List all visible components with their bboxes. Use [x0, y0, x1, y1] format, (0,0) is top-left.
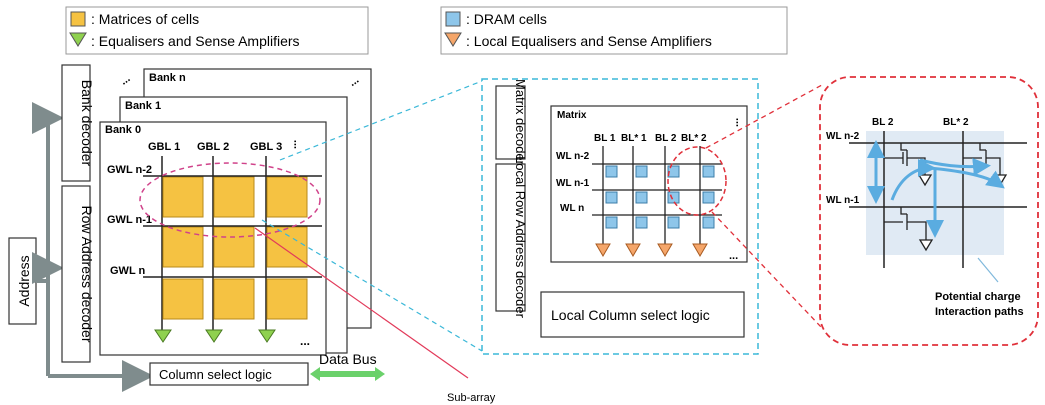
equaliser-triangle — [258, 329, 276, 343]
column-select-logic-label: Column select logic — [159, 367, 272, 382]
bank-n-label: Bank n — [149, 72, 186, 84]
matrix-decoder-label: Matrix decoder — [513, 79, 528, 166]
wl-label-n-2: WL n-2 — [556, 151, 590, 162]
bl-label-2: BL 2 — [655, 133, 677, 144]
bl-star-label-1: BL* 1 — [621, 133, 647, 144]
sub-array-label: Sub-array — [447, 392, 496, 404]
cell-zoom-ellipse — [667, 146, 727, 216]
dram-cell — [635, 165, 648, 178]
address-label: Address — [16, 255, 32, 306]
gbl-label-3: GBL 3 — [250, 141, 282, 153]
dram-cell — [667, 191, 680, 204]
local-column-select-logic: Local Column select logic — [540, 291, 745, 338]
sub-array-pointer — [254, 227, 469, 379]
matrix-cell — [213, 226, 255, 268]
local-equaliser-triangle — [625, 243, 641, 257]
dram-cell — [605, 216, 618, 229]
column-select-logic: Column select logic — [149, 362, 309, 386]
detail-bl-star-label-2: BL* 2 — [943, 117, 969, 128]
bl-star-label-2: BL* 2 — [681, 133, 707, 144]
local-column-select-logic-label: Local Column select logic — [551, 307, 710, 323]
equaliser-triangle — [154, 329, 172, 343]
dram-cell — [635, 216, 648, 229]
dram-cell — [605, 191, 618, 204]
legend-matrices-label: : Matrices of cells — [91, 11, 199, 27]
row-address-decoder: Row Address decoder — [61, 185, 95, 363]
matrix-cell — [162, 278, 204, 320]
legend-local-equalisers-label: : Local Equalisers and Sense Amplifiers — [466, 33, 712, 49]
row-address-decoder-label: Row Address decoder — [79, 206, 95, 343]
dram-cell — [635, 191, 648, 204]
data-bus-label: Data Bus — [319, 351, 377, 367]
bank-1-label: Bank 1 — [125, 100, 161, 112]
detail-wl-label-n-2: WL n-2 — [826, 131, 860, 142]
bank-decoder: Bank decoder — [61, 64, 95, 182]
local-equaliser-triangle — [692, 243, 708, 257]
equaliser-triangle — [205, 329, 223, 343]
cell-detail: BL 2 BL* 2 WL n-2 WL n-1 — [826, 117, 1027, 318]
gbl-dots: ... — [287, 140, 299, 149]
matrix-cell-swatch — [70, 11, 86, 27]
matrix-cell — [266, 176, 308, 218]
gwl-label-n-1: GWL n-1 — [107, 214, 152, 226]
bank-stack-dots: ... — [118, 72, 132, 87]
address-arrows — [32, 102, 154, 392]
matrix-cell — [162, 176, 204, 218]
legend-dram-label: : DRAM cells — [466, 11, 547, 27]
legend-right: : DRAM cells : Local Equalisers and Sens… — [440, 6, 788, 55]
bank-0-label: Bank 0 — [105, 124, 141, 136]
dram-cell — [667, 216, 680, 229]
caption-line-1: Potential charge — [935, 291, 1021, 303]
matrix-cell — [266, 278, 308, 320]
wl-label-n-1: WL n-1 — [556, 178, 590, 189]
matrix-cell — [213, 176, 255, 218]
gwl-label-n: GWL n — [110, 265, 146, 277]
matrix-cell — [213, 278, 255, 320]
local-equaliser-triangle — [595, 243, 611, 257]
detail-bl-label-2: BL 2 — [872, 117, 894, 128]
equaliser-swatch — [69, 32, 87, 47]
zoom-lines-cyan — [261, 80, 483, 352]
legend-equalisers-label: : Equalisers and Sense Amplifiers — [91, 33, 300, 49]
local-equaliser-swatch — [444, 32, 462, 47]
gbl-label-1: GBL 1 — [148, 141, 180, 153]
dram-cell — [605, 165, 618, 178]
equaliser-dots: ... — [300, 334, 310, 348]
matrix-cell — [162, 226, 204, 268]
sub-array-ellipse — [139, 162, 321, 238]
bank-0-contents: GBL 1 GBL 2 GBL 3 ... GWL n-2 GWL n-1 GW… — [107, 140, 322, 348]
address-box: Address — [8, 237, 37, 325]
matrix-box: Matrix ... BL 1 BL* 1 BL 2 BL* 2 WL n-2 … — [550, 105, 748, 263]
local-equaliser-dots: ... — [729, 250, 738, 262]
gwl-label-n-2: GWL n-2 — [107, 164, 152, 176]
local-row-address-decoder-label: Local Row Address decoder — [513, 156, 528, 319]
legend-left: : Matrices of cells : Equalisers and Sen… — [65, 6, 369, 55]
dram-cell-swatch — [445, 11, 461, 27]
data-bus: Data Bus — [310, 351, 385, 381]
matrix-dots: ... — [729, 118, 741, 127]
wl-label-n: WL n — [560, 203, 584, 214]
interaction-paths — [867, 140, 1005, 238]
bl-label-1: BL 1 — [594, 133, 616, 144]
detail-wl-label-n-1: WL n-1 — [826, 195, 860, 206]
gbl-label-2: GBL 2 — [197, 141, 229, 153]
local-row-address-decoder: Local Row Address decoder — [495, 156, 528, 319]
dram-cell — [702, 216, 715, 229]
bank-decoder-label: Bank decoder — [79, 80, 95, 167]
dram-cell — [702, 191, 715, 204]
zoom-lines-red — [705, 84, 823, 329]
dram-cell — [702, 165, 715, 178]
matrix-decoder: Matrix decoder — [495, 79, 528, 166]
local-equaliser-triangle — [657, 243, 673, 257]
dram-cell — [667, 165, 680, 178]
matrix-zoom-frame — [481, 78, 759, 355]
caption-line-2: Interaction paths — [935, 306, 1024, 318]
caption-pointer — [977, 257, 999, 283]
matrix-title: Matrix — [557, 110, 587, 121]
